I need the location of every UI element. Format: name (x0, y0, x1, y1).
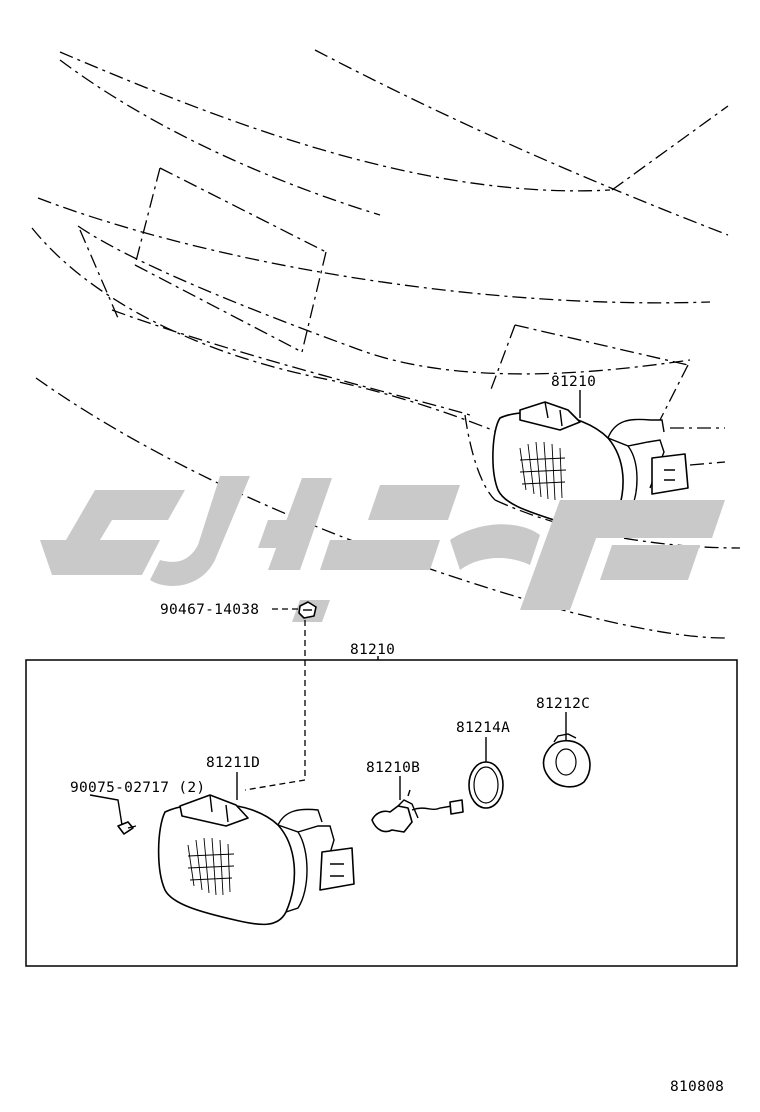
socket-part (542, 733, 591, 788)
callout-gasket: 81214A (456, 720, 510, 736)
clip-part (298, 601, 317, 619)
gasket-part (468, 761, 504, 809)
callout-assembly: 81210 (350, 642, 395, 658)
vehicle-body-outline (31, 49, 741, 639)
figure-number: 810808 (670, 1079, 724, 1095)
callout-top-assembly: 81210 (551, 374, 596, 390)
assembly-box (25, 659, 738, 967)
callout-lens-unit: 81211D (206, 755, 260, 771)
callout-socket: 81212C (536, 696, 590, 712)
callout-clip: 90467-14038 (160, 602, 259, 618)
screw-part (117, 821, 137, 835)
lens-unit-81211D (157, 794, 355, 926)
callout-bulb: 81210B (366, 760, 420, 776)
clip-to-lamp-leader (244, 620, 306, 791)
callout-screw: 90075-02717 (2) (70, 780, 205, 796)
bulb-part (371, 789, 464, 833)
leader-lines (89, 390, 581, 826)
watermark-logo (40, 476, 725, 622)
